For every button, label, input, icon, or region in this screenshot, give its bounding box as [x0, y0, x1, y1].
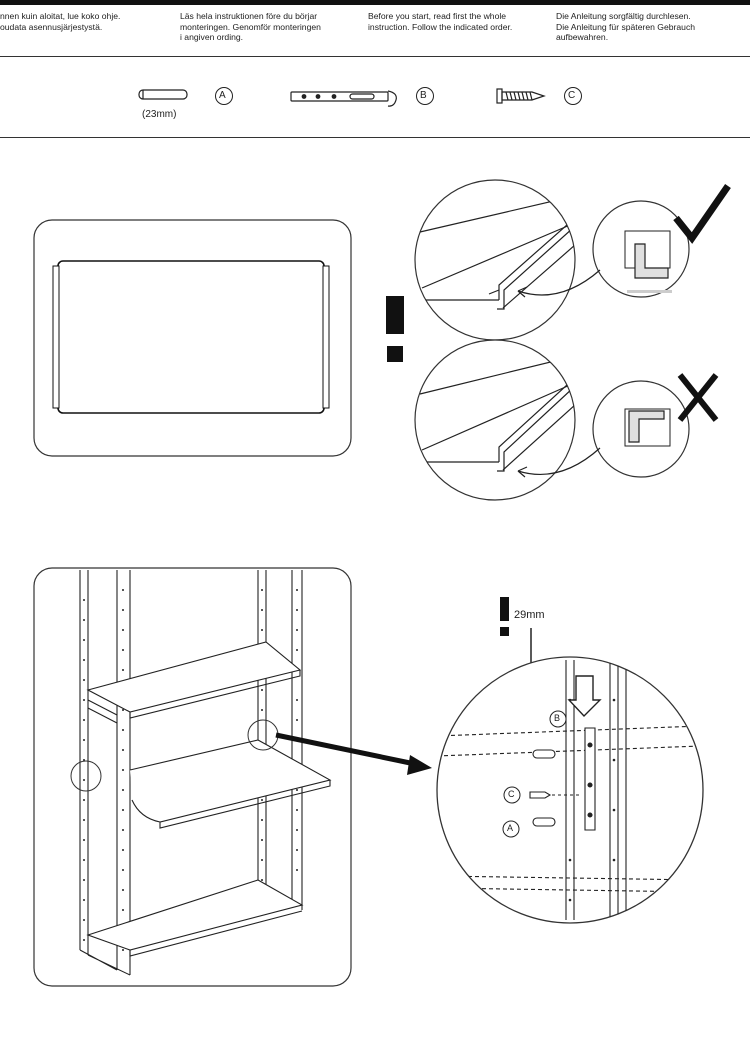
zoom-arrow [275, 732, 432, 775]
label-a-badge [502, 820, 520, 838]
checkmark-icon [673, 184, 731, 244]
measurement-label: 29mm [514, 609, 545, 621]
divider-bottom [0, 137, 750, 138]
part-a-letter: A [219, 90, 226, 101]
detail-wrong-zoom [592, 380, 690, 478]
label-c-letter: C [508, 789, 515, 799]
label-c-badge [503, 786, 521, 804]
dowel-icon [138, 89, 188, 100]
part-c-badge [564, 87, 582, 105]
exclamation-icon [500, 597, 509, 636]
focus-circle-left [70, 760, 102, 792]
instruction-finnish: nnen kuin aloitat, lue koko ohje. oudata… [0, 11, 121, 32]
exclamation-icon [386, 296, 404, 362]
label-b-badge [549, 710, 567, 728]
part-a-size: (23mm) [142, 109, 177, 120]
step2-frame [33, 219, 352, 457]
instruction-english: Before you start, read first the whole i… [368, 11, 513, 32]
instruction-german: Die Anleitung sorgfältig durchlesen. Die… [556, 11, 696, 43]
shelving-unit [79, 570, 332, 976]
pointer-arrow-wrong [517, 447, 601, 475]
part-a-badge [215, 87, 233, 105]
pointer-arrow-correct [517, 269, 601, 296]
instruction-swedish: Läs hela instruktionen före du börjar mo… [180, 11, 321, 43]
divider-top [0, 56, 750, 57]
part-c-letter: C [568, 90, 576, 101]
part-b-badge [416, 87, 434, 105]
screw-icon [496, 88, 546, 104]
part-b-letter: B [420, 90, 427, 101]
detail-correct [414, 179, 576, 341]
label-a-letter: A [507, 823, 514, 833]
shelf-bracket-icon [290, 90, 397, 107]
detail-bracket-install [436, 656, 704, 924]
cross-icon [677, 373, 719, 422]
label-b-letter: B [554, 713, 561, 723]
detail-wrong [414, 339, 576, 501]
detail-correct-zoom [592, 200, 690, 298]
shelf-panel [52, 260, 330, 414]
parts-legend: A (23mm) B C [0, 62, 750, 136]
top-bar [0, 0, 750, 5]
step3-frame [33, 567, 352, 987]
